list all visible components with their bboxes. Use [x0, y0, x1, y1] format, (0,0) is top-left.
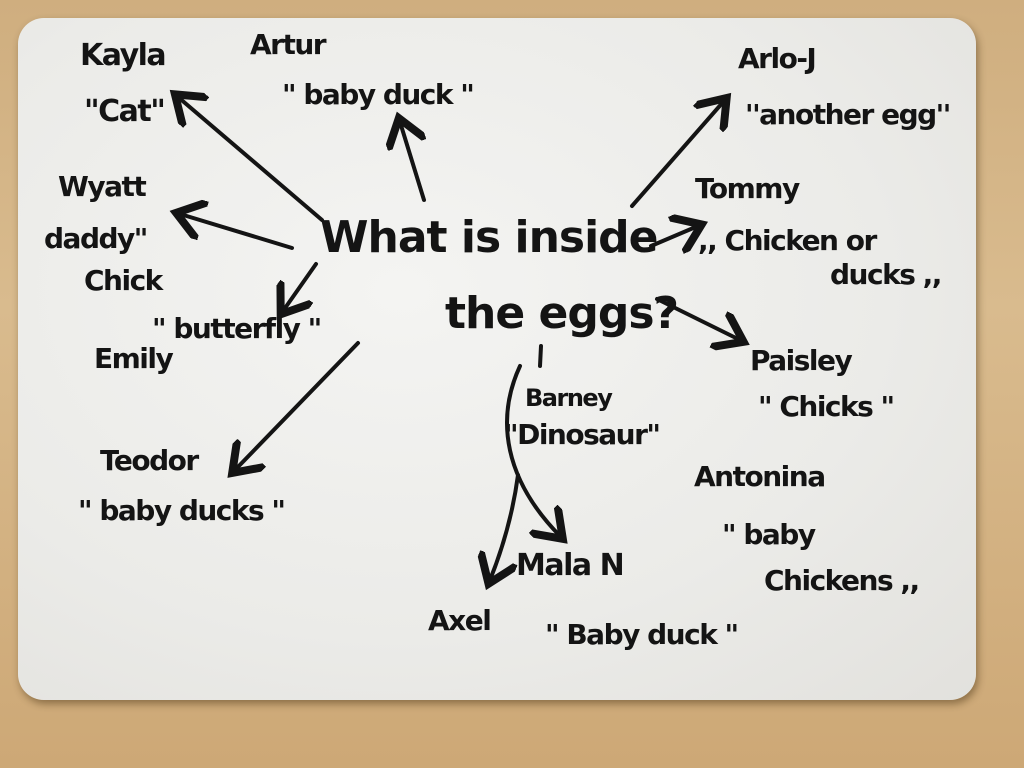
arrow-to-mala — [505, 364, 560, 536]
answer-antonina-1: " baby — [722, 518, 816, 551]
arrow-to-arlo — [630, 101, 724, 208]
name-antonina: Antonina — [694, 460, 826, 493]
name-mala: Mala N — [516, 548, 625, 583]
answer-paisley: " Chicks " — [758, 390, 895, 423]
name-emily: Emily — [94, 342, 174, 375]
arrow-to-teodor — [235, 341, 360, 470]
answer-kayla: "Cat" — [84, 94, 166, 129]
arrow-to-artur — [400, 122, 424, 202]
name-arlo: Arlo-J — [738, 42, 817, 75]
answer-artur: " baby duck " — [282, 78, 475, 111]
arrow-to-kayla — [178, 97, 324, 222]
answer-tommy-2: ducks ,, — [830, 258, 942, 291]
answer-tommy-1: ,, Chicken or — [698, 224, 877, 257]
name-barney: Barney — [525, 384, 613, 412]
answer-barney: "Dinosaur" — [504, 418, 661, 451]
arrow-to-emily — [283, 262, 318, 311]
name-teodor: Teodor — [100, 444, 199, 477]
answer-antonina-2: Chickens ,, — [764, 564, 920, 597]
answer-axel: " Baby duck " — [545, 618, 739, 651]
tick-mark — [538, 344, 543, 368]
name-kayla: Kayla — [80, 38, 167, 73]
answer-wyatt-2: Chick — [84, 264, 163, 297]
arrow-to-wyatt — [180, 214, 294, 250]
name-artur: Artur — [250, 28, 327, 61]
name-tommy: Tommy — [695, 172, 800, 205]
arrow-to-paisley — [655, 297, 740, 340]
arrow-to-tommy — [649, 226, 698, 246]
answer-teodor: " baby ducks " — [78, 494, 286, 527]
title-line-2: the eggs? — [445, 288, 679, 339]
name-paisley: Paisley — [750, 344, 853, 377]
name-axel: Axel — [428, 604, 492, 637]
name-wyatt: Wyatt — [58, 170, 147, 203]
arrow-to-axel — [490, 473, 520, 580]
answer-emily: " butterfly " — [152, 312, 322, 345]
title-line-1: What is inside — [320, 212, 659, 263]
answer-arlo: ''another egg'' — [745, 98, 951, 131]
answer-wyatt-1: daddy" — [44, 222, 148, 255]
